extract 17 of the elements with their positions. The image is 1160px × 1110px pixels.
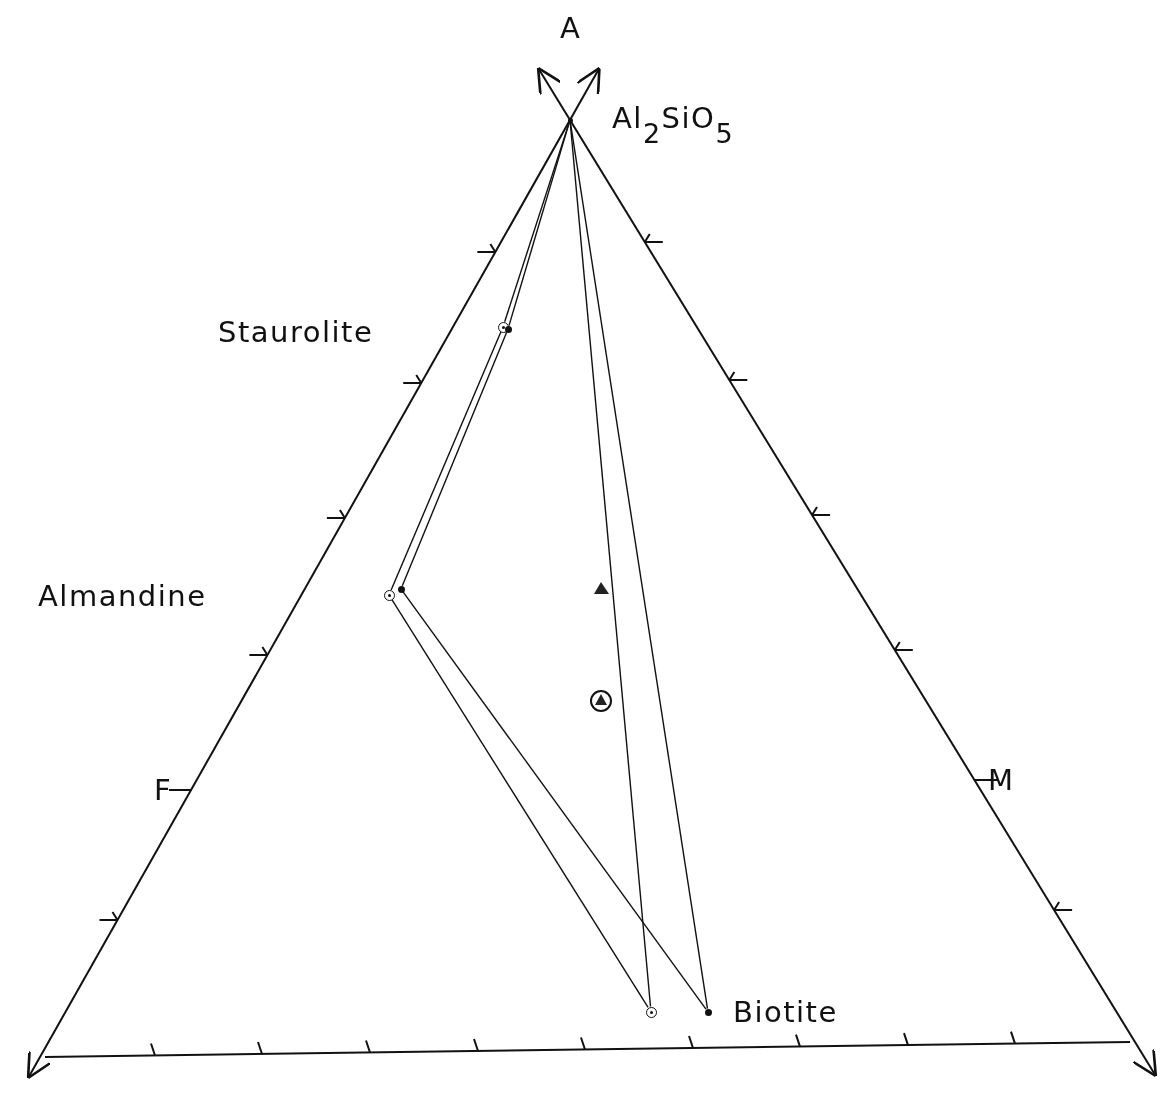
tie-line [390,331,502,591]
data-point [504,325,512,333]
vertex-label: Almandine [38,582,207,611]
vertex-label: A [560,14,582,43]
apex-point [567,117,573,123]
vertex-label: Staurolite [218,318,374,347]
data-point [397,585,405,593]
tie-line [402,591,707,1010]
tie-line [391,598,649,1009]
data-point [704,1008,712,1016]
mineral-label: Biotite [733,998,838,1027]
vertex-label: F [154,776,173,805]
ringed-point [383,589,395,601]
ringed-point [645,1006,657,1018]
tie-line [569,121,709,1010]
tie-line [401,331,508,587]
vertex-label: M [988,766,1015,795]
